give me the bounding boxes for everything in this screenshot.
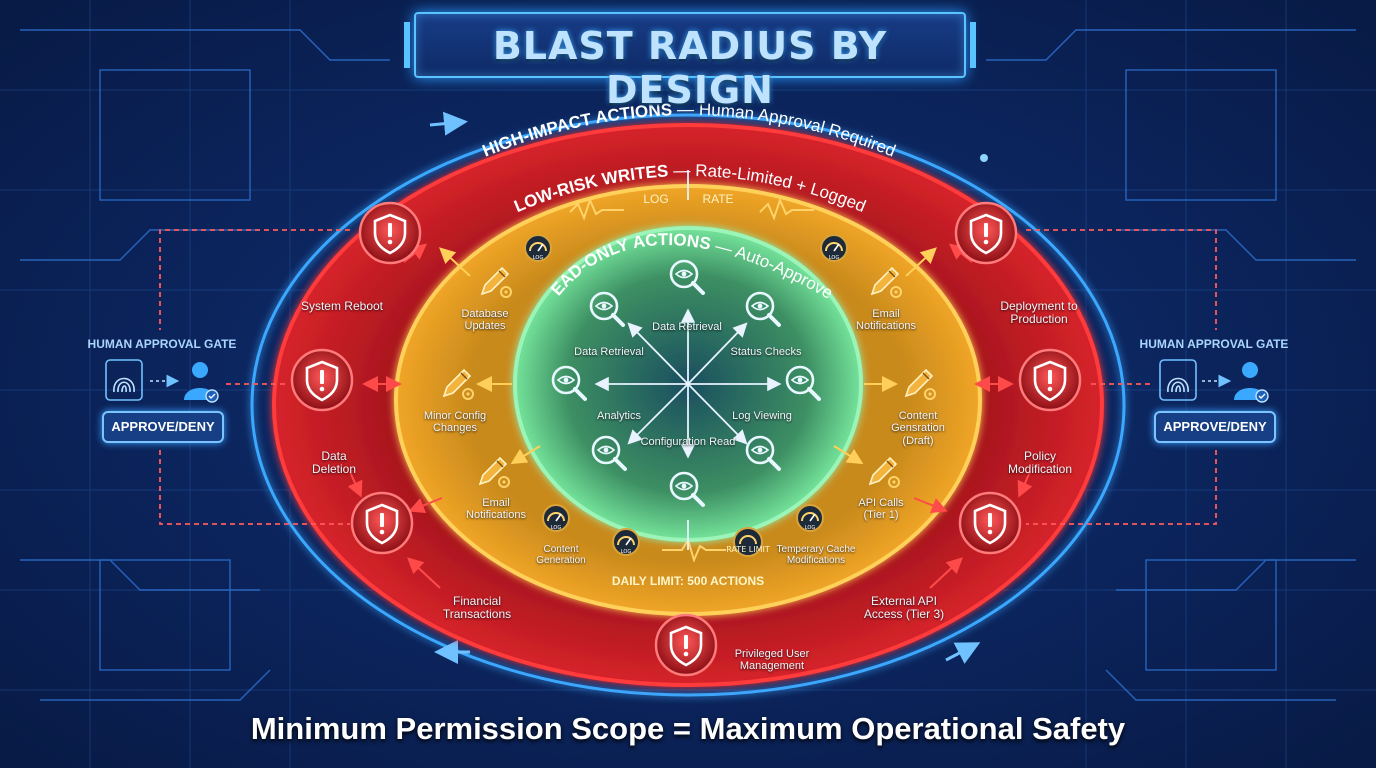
action-label-content-generation-draft: Content Gensration (Draft) [891, 410, 945, 447]
action-label-temporary-cache-modifications: Temperary Cache Modifications [776, 544, 856, 567]
fingerprint-icon [1159, 359, 1197, 401]
action-label-data-retrieval-top: Data Retrieval [652, 321, 722, 333]
rate-limit-gauge-icon [733, 527, 763, 557]
action-label-policy-modification: Policy Modification [1007, 449, 1073, 477]
approve-deny-button-left[interactable]: APPROVE/DENY [102, 411, 224, 443]
gauge-icon [820, 234, 848, 262]
shield-alert-icon [358, 201, 422, 265]
shield-alert-icon [958, 491, 1022, 555]
title-banner: BLAST RADIUS BY DESIGN [404, 12, 976, 112]
shield-alert-icon [290, 348, 354, 412]
shield-alert-icon [1018, 348, 1082, 412]
shield-alert-icon [654, 613, 718, 677]
gauge-icon [796, 504, 824, 532]
log-tag: LOG [643, 192, 668, 206]
approval-gate-right-label: HUMAN APPROVAL GATE [1139, 337, 1289, 351]
action-label-configuration-read: Configuration Read [640, 436, 736, 448]
fingerprint-icon [105, 359, 143, 401]
center-arrows [594, 170, 782, 550]
action-label-status-checks: Status Checks [730, 346, 802, 358]
rate-tag: RATE [702, 192, 733, 206]
shield-alert-icon [954, 201, 1018, 265]
rate-limit-tag: RATE LIMIT [726, 545, 770, 554]
daily-limit-label: DAILY LIMIT: 500 ACTIONS [611, 574, 765, 588]
approve-deny-button-right[interactable]: APPROVE/DENY [1154, 411, 1276, 443]
page-title: BLAST RADIUS BY DESIGN [492, 24, 888, 112]
action-label-deployment-to-production: Deployment to Production [1000, 299, 1078, 327]
approval-gate-left-label: HUMAN APPROVAL GATE [87, 337, 237, 351]
gauge-icon [542, 504, 570, 532]
middle-ring-tags: LOG RATE [569, 192, 814, 563]
action-label-email-notifications-left: Email Notifications [466, 497, 526, 522]
action-label-system-reboot: System Reboot [300, 299, 384, 313]
user-check-icon [184, 362, 219, 403]
action-label-data-deletion: Data Deletion [311, 449, 357, 477]
action-label-content-generation: Content Generation [536, 544, 586, 567]
gate-connectors [159, 229, 1217, 525]
action-label-log-viewing: Log Viewing [732, 410, 792, 422]
action-label-financial-transactions: Financial Transactions [442, 594, 512, 622]
outer-arrows [347, 243, 1033, 589]
user-check-icon [1234, 362, 1269, 403]
action-label-database-updates: Database Updates [461, 308, 509, 333]
gauge-icon [524, 234, 552, 262]
gauge-icon [612, 528, 640, 556]
orbit-ring [250, 113, 1126, 697]
middle-arrows [439, 247, 937, 465]
action-label-api-calls-tier-1: API Calls (Tier 1) [858, 497, 904, 522]
action-label-external-api-access: External API Access (Tier 3) [863, 594, 945, 622]
action-label-email-notifications-right: Email Notifications [856, 308, 916, 333]
action-label-minor-config-changes: Minor Config Changes [423, 410, 487, 435]
action-label-data-retrieval-left: Data Retrieval [574, 346, 644, 358]
action-label-analytics: Analytics [596, 410, 642, 422]
action-label-privileged-user-management: Privileged User Management [734, 648, 810, 673]
shield-alert-icon [350, 491, 414, 555]
footer-caption: Minimum Permission Scope = Maximum Opera… [250, 711, 1126, 746]
